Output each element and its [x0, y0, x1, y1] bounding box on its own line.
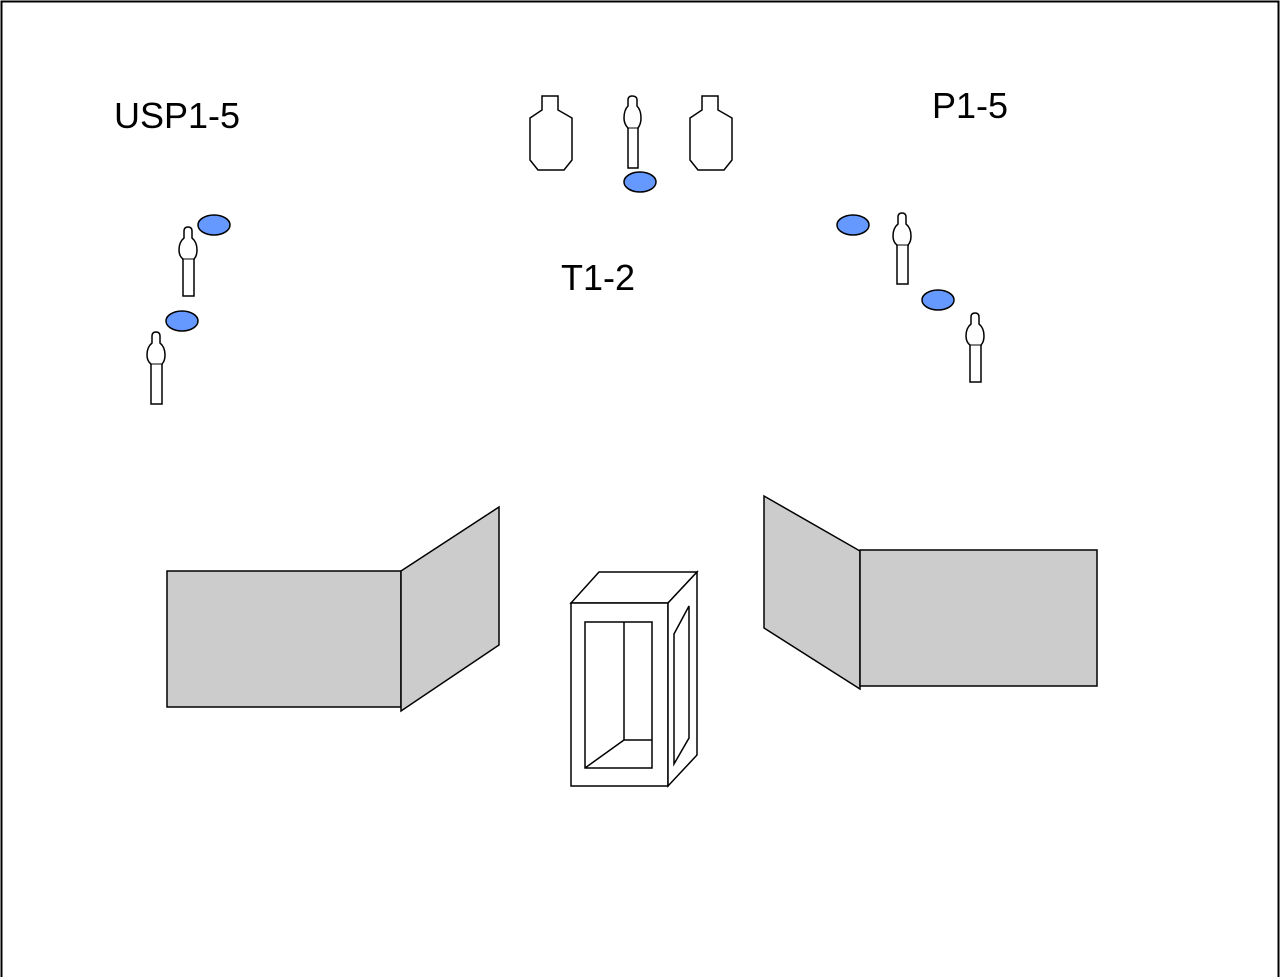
- wall-icon: [763, 494, 861, 691]
- steel-plate-icon: [921, 289, 955, 311]
- window-box-front-opening: [584, 621, 653, 769]
- popper-target-icon: [965, 312, 985, 383]
- window-box-inner-line: [584, 739, 625, 769]
- usp-label: USP1-5: [114, 95, 241, 136]
- popper-target-icon: [146, 331, 166, 405]
- window-box-icon: [569, 570, 699, 788]
- silhouette-target-icon: [529, 95, 573, 171]
- p-label: P1-5: [932, 85, 1009, 126]
- steel-plate-icon: [836, 214, 870, 236]
- steel-plate-icon: [165, 310, 199, 332]
- window-box-side-opening: [673, 605, 690, 767]
- steel-plate-icon: [623, 171, 657, 193]
- t-targets-label: T1-2: [561, 257, 636, 298]
- wall-icon: [166, 570, 402, 708]
- popper-target-icon: [623, 95, 642, 169]
- wall-icon: [400, 505, 500, 713]
- wall-icon: [859, 549, 1098, 687]
- steel-plate-icon: [197, 214, 231, 236]
- popper-target-icon: [178, 226, 198, 297]
- popper-target-icon: [892, 212, 912, 285]
- silhouette-target-icon: [689, 95, 733, 171]
